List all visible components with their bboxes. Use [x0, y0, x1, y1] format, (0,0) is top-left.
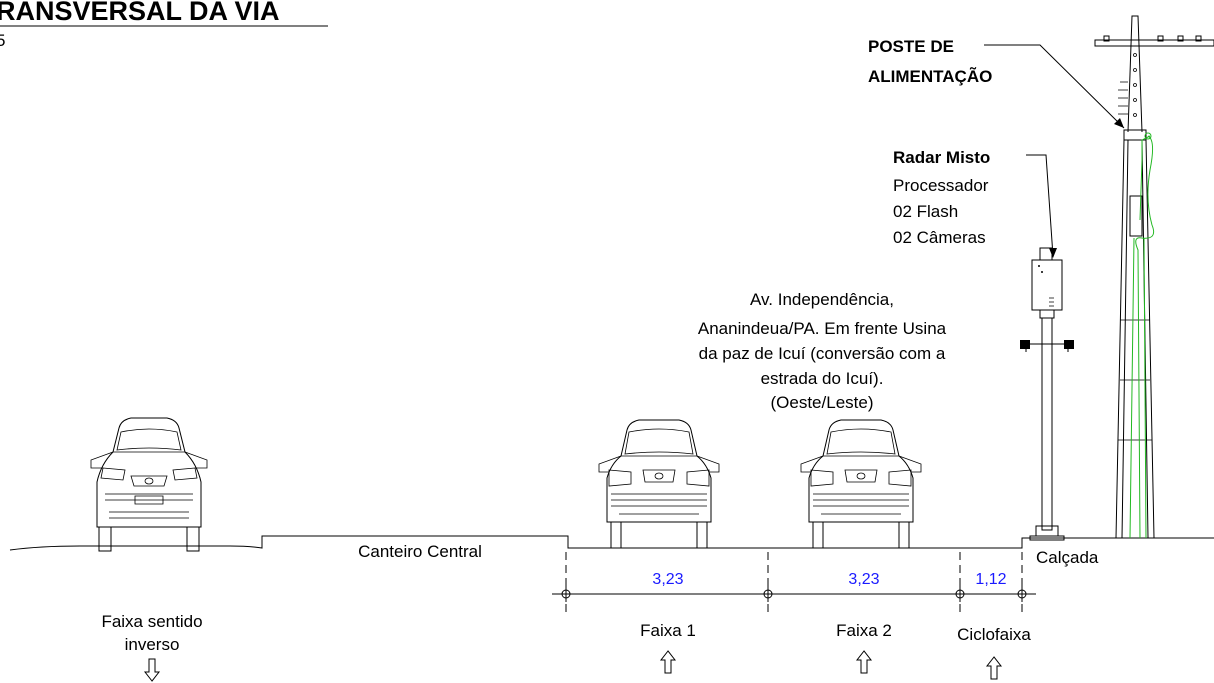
- location-line: Ananindeua/PA. Em frente Usina: [698, 319, 947, 338]
- label-canteiro-central: Canteiro Central: [358, 542, 482, 561]
- label-faixa-2: Faixa 2: [836, 621, 892, 640]
- label-radar-item: 02 Câmeras: [893, 228, 986, 247]
- title-block: RANSVERSAL DA VIA 5: [0, 0, 328, 50]
- label-faixa-1: Faixa 1: [640, 621, 696, 640]
- radar-device-icon: [1020, 247, 1074, 541]
- page-subtitle: 5: [0, 31, 5, 50]
- power-pole-icon: [1094, 15, 1214, 539]
- location-description: Av. Independência, Ananindeua/PA. Em fre…: [698, 290, 947, 412]
- dimension-faixa1: 3,23: [652, 571, 683, 588]
- hollow-arrow-up-icon: [660, 650, 676, 674]
- dimension-ciclofaixa: 1,12: [975, 571, 1006, 588]
- car-rear-icon: [598, 419, 720, 549]
- label-radar-title: Radar Misto: [893, 148, 990, 167]
- label-poste-line1: POSTE DE: [868, 37, 954, 56]
- label-faixa-inverso-1: Faixa sentido: [101, 612, 202, 631]
- dimension-chain: 3,23 3,23 1,12: [552, 552, 1036, 612]
- dimension-faixa2: 3,23: [848, 571, 879, 588]
- radar-callout: Radar Misto Processador 02 Flash 02 Câme…: [893, 148, 1057, 258]
- label-poste-line2: ALIMENTAÇÃO: [868, 66, 992, 86]
- car-front-icon: [90, 417, 208, 552]
- location-line: (Oeste/Leste): [771, 393, 874, 412]
- location-line: estrada do Icuí).: [761, 369, 884, 388]
- hollow-arrow-up-icon: [856, 650, 872, 674]
- label-radar-item: 02 Flash: [893, 202, 958, 221]
- page-title: RANSVERSAL DA VIA: [0, 0, 280, 26]
- car-rear-icon: [800, 419, 922, 549]
- road-profile: [9, 535, 1214, 551]
- poste-callout: POSTE DE ALIMENTAÇÃO: [868, 37, 1125, 129]
- hollow-arrow-up-icon: [986, 656, 1002, 680]
- label-calcada: Calçada: [1036, 548, 1099, 567]
- label-ciclofaixa: Ciclofaixa: [957, 625, 1031, 644]
- hollow-arrow-down-icon: [144, 658, 160, 682]
- location-line: Av. Independência,: [750, 290, 894, 309]
- label-faixa-inverso-2: inverso: [125, 635, 180, 654]
- label-radar-item: Processador: [893, 176, 989, 195]
- location-line: da paz de Icuí (conversão com a: [699, 344, 946, 363]
